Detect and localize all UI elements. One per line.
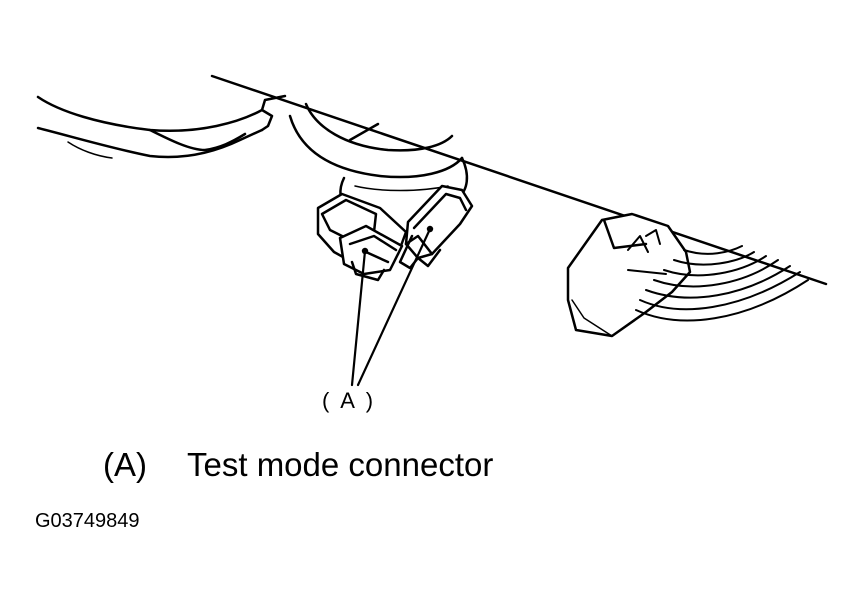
dashboard-edge — [210, 74, 828, 286]
callout-label: ( A ) — [322, 388, 377, 413]
legend-key: (A) — [103, 446, 147, 483]
left-trim-panel — [36, 94, 287, 159]
figure-id: G03749849 — [35, 510, 140, 532]
wiring-harness — [635, 245, 809, 322]
right-bracket — [566, 212, 692, 338]
connector-left — [316, 192, 408, 282]
legend-row: (A) Test mode connector — [103, 446, 493, 484]
connector-right — [398, 184, 474, 270]
legend-description: Test mode connector — [187, 446, 494, 483]
callout-leader-lines — [350, 227, 432, 387]
